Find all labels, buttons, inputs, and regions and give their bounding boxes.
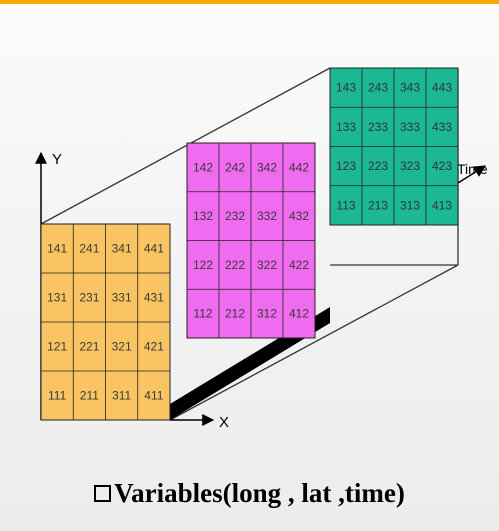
front-grid-cell: 411 (144, 389, 163, 403)
middle-grid-cell: 332 (257, 209, 277, 223)
top-accent-rule (0, 0, 499, 4)
back-grid-cell: 423 (432, 159, 452, 173)
planes-layer: 143 243 343 443 133 233 333 433 123 223 323 423 113 2… (40, 67, 459, 421)
front-grid-cell: 231 (79, 291, 99, 305)
front-grid-cell: 121 (47, 340, 67, 354)
middle-grid-cell: 212 (225, 307, 245, 321)
front-grid-cell: 111 (48, 389, 67, 403)
x-axis-label: X (219, 414, 229, 431)
y-axis-label: Y (52, 151, 62, 168)
front-grid-cell: 331 (112, 291, 132, 305)
back-grid-cell: 413 (432, 198, 452, 212)
time-series-grid-diagram: Y X Time 143 243 343 443 133 233 333 433 123 223 3… (35, 67, 488, 431)
middle-plane: 142 242 342 442 132 232 332 432 122 222 322 422 112 2… (186, 142, 316, 339)
time-axis-label: Time (457, 161, 488, 177)
middle-grid-cell: 432 (289, 209, 309, 223)
caption-text: Variables(long , lat ,time) (114, 478, 405, 508)
middle-grid-cell: 112 (193, 307, 212, 321)
back-grid-cell: 133 (336, 120, 356, 134)
middle-grid-cell: 312 (257, 307, 277, 321)
back-grid-cell: 333 (400, 120, 420, 134)
front-grid-cell: 211 (80, 389, 99, 403)
middle-grid-cell: 342 (257, 160, 277, 174)
middle-grid-cell: 442 (289, 160, 309, 174)
front-grid-cell: 341 (112, 242, 132, 256)
middle-grid-cell: 122 (193, 258, 213, 272)
back-grid-cell: 313 (400, 198, 420, 212)
front-plane: 141 241 341 441 131 231 331 431 121 221 321 421 111 2… (40, 223, 171, 421)
back-plane: 143 243 343 443 133 233 333 433 123 223 323 423 113 2… (329, 67, 459, 226)
front-grid-cell: 241 (79, 242, 99, 256)
bottom-back-edge (169, 264, 459, 421)
middle-grid-cell: 422 (289, 258, 309, 272)
checkbox-bullet-icon (94, 485, 112, 502)
back-grid-cell: 343 (400, 81, 420, 95)
middle-grid-cell: 232 (225, 209, 245, 223)
middle-grid-cell: 142 (193, 160, 213, 174)
back-grid-cell: 223 (368, 159, 388, 173)
back-grid-cell: 243 (368, 81, 388, 95)
front-grid-cell: 431 (144, 291, 164, 305)
back-grid-cell: 233 (368, 120, 388, 134)
back-grid-cell: 433 (432, 120, 452, 134)
front-grid-cell: 441 (144, 242, 164, 256)
back-grid-cell: 443 (432, 81, 452, 95)
middle-grid-cell: 322 (257, 258, 277, 272)
top-back-edge (40, 67, 331, 225)
time-axis-line (457, 165, 487, 184)
front-grid-cell: 131 (47, 291, 67, 305)
back-grid-cell: 213 (368, 198, 388, 212)
caption: Variables(long , lat ,time) (0, 478, 499, 509)
front-grid-cell: 311 (112, 389, 131, 403)
middle-grid-cell: 242 (225, 160, 245, 174)
middle-grid-cell: 412 (289, 307, 309, 321)
back-grid-cell: 323 (400, 159, 420, 173)
middle-grid-cell: 132 (193, 209, 213, 223)
front-grid-cell: 321 (112, 340, 132, 354)
back-grid-cell: 143 (336, 81, 356, 95)
front-grid-cell: 141 (47, 242, 67, 256)
back-grid-cell: 123 (336, 159, 356, 173)
back-grid-cell: 113 (336, 198, 355, 212)
front-grid-cell: 221 (79, 340, 99, 354)
front-grid-cell: 421 (144, 340, 164, 354)
middle-grid-cell: 222 (225, 258, 245, 272)
